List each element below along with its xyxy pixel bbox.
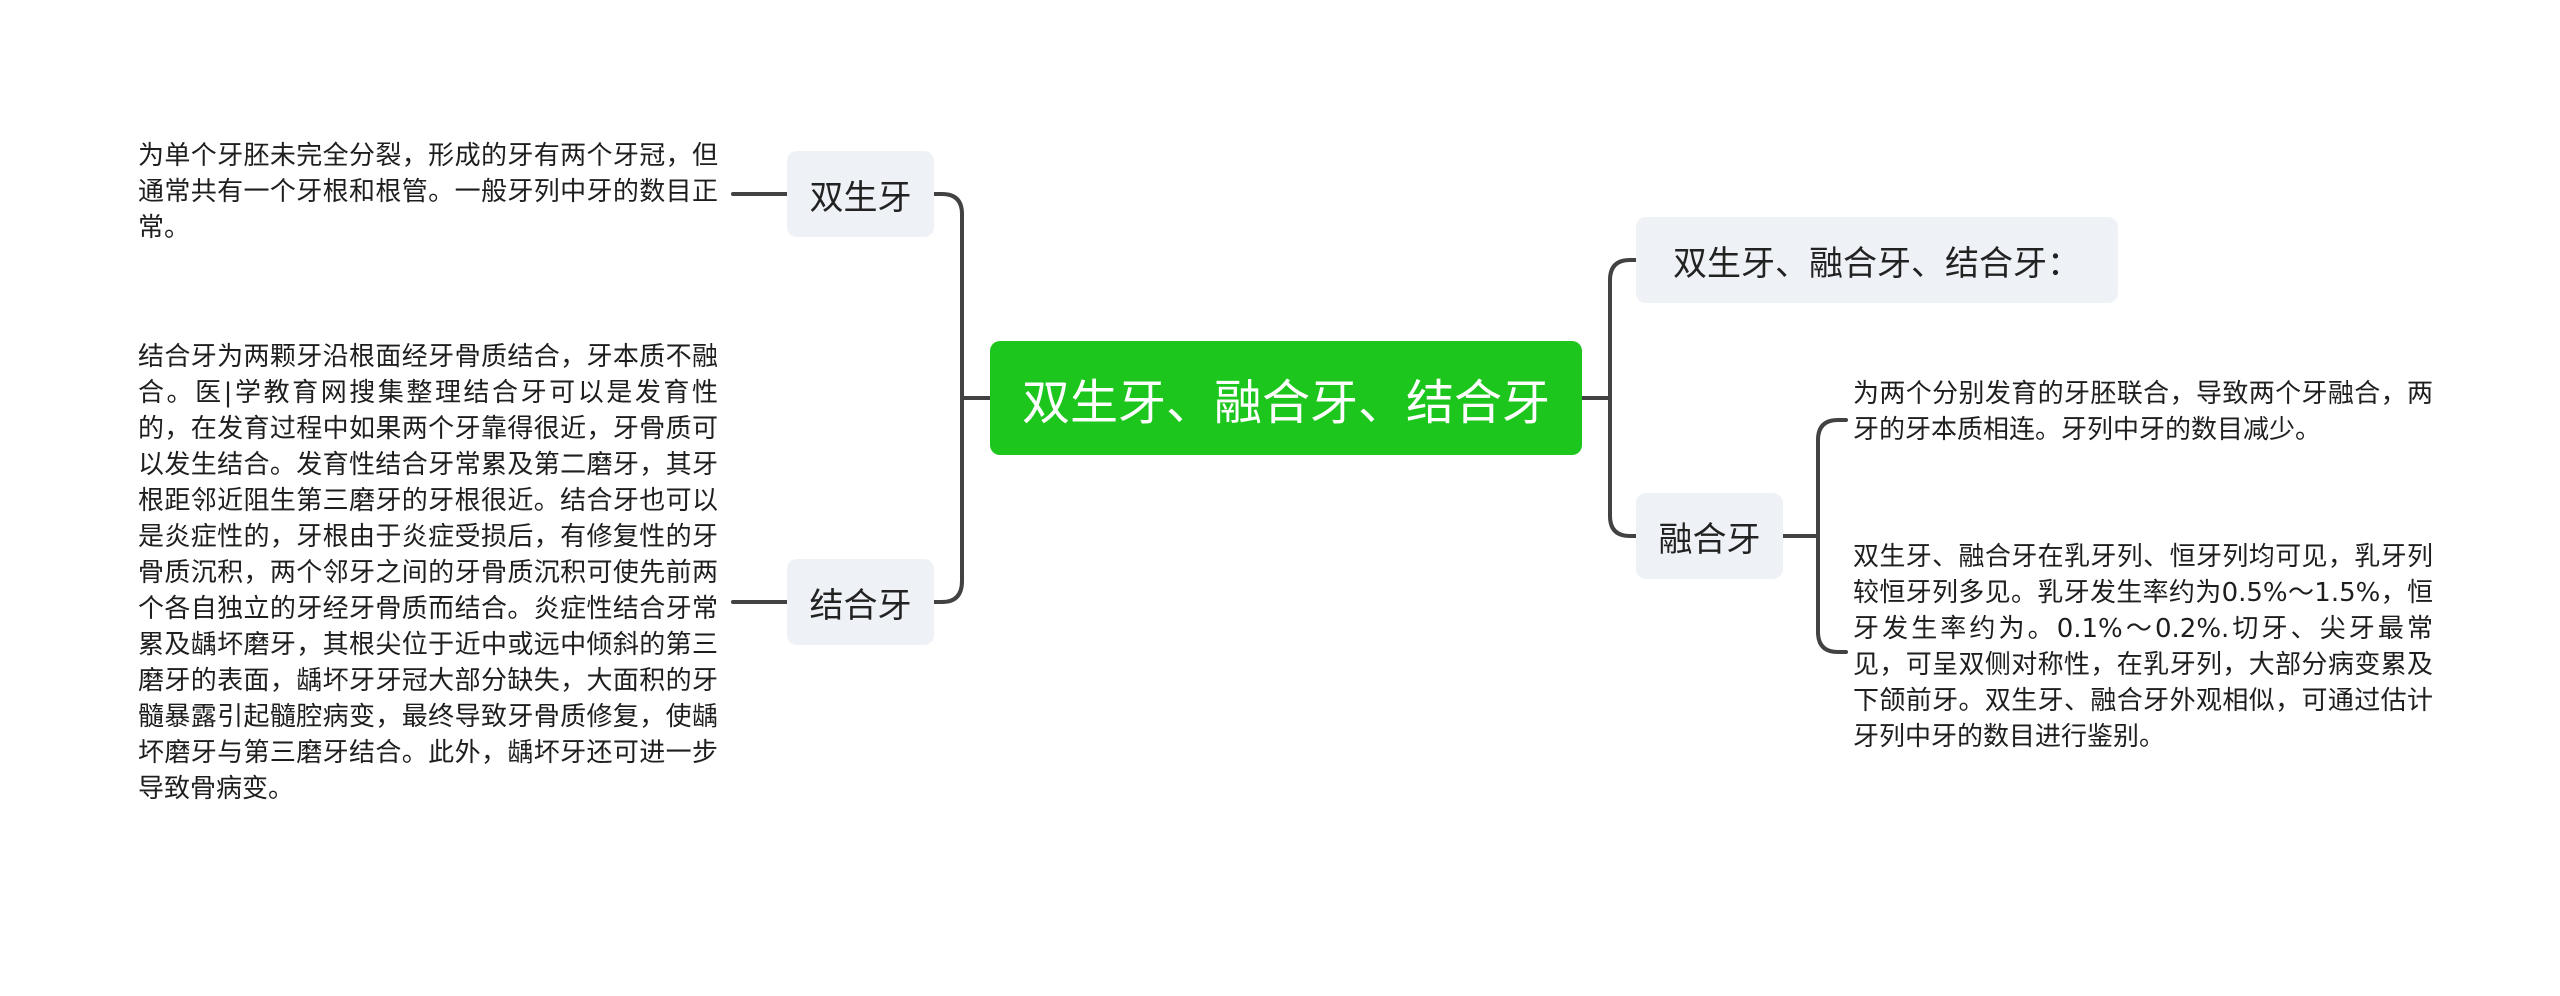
topic-shuangsheng[interactable]: 双生牙 (787, 151, 934, 237)
topic-jiehe-label: 结合牙 (809, 585, 912, 626)
note-ronghe-incidence: 双生牙、融合牙在乳牙列、恒牙列均可见，乳牙列较恒牙列多见。乳牙发生率约为0.5%… (1853, 542, 2433, 752)
topic-ronghe-label: 融合牙 (1658, 519, 1761, 560)
note-ronghe-definition: 为两个分别发育的牙胚联合，导致两个牙融合，两牙的牙本质相连。牙列中牙的数目减少。 (1853, 379, 2433, 445)
connector-root-right (1580, 258, 1638, 538)
topic-summary[interactable]: 双生牙、融合牙、结合牙： (1636, 217, 2118, 303)
topic-jiehe[interactable]: 结合牙 (787, 559, 934, 645)
topic-shuangsheng-label: 双生牙 (809, 177, 912, 218)
topic-summary-label: 双生牙、融合牙、结合牙： (1673, 243, 2081, 284)
note-shuangsheng: 为单个牙胚未完全分裂，形成的牙有两个牙冠，但通常共有一个牙根和根管。一般牙列中牙… (138, 141, 718, 243)
root-topic[interactable]: 双生牙、融合牙、结合牙 (990, 341, 1582, 455)
connector-ronghe-notes (1781, 418, 1848, 654)
topic-ronghe[interactable]: 融合牙 (1636, 493, 1783, 579)
root-topic-label: 双生牙、融合牙、结合牙 (1021, 375, 1550, 431)
connector-root-left (932, 192, 992, 604)
note-jiehe: 结合牙为两颗牙沿根面经牙骨质结合，牙本质不融合。医|学教育网搜集整理结合牙可以是… (138, 342, 718, 804)
